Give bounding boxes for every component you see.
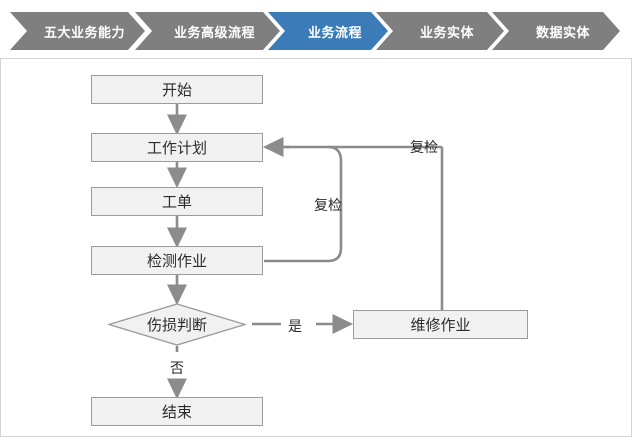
breadcrumb: 五大业务能力 业务高级流程 业务流程 业务实体 数据实体 <box>0 0 634 60</box>
edge-label-recheck-right: 复检 <box>410 139 438 155</box>
breadcrumb-item-4-label: 业务实体 <box>419 24 474 40</box>
edge-recheck-middle <box>264 161 343 263</box>
node-end[interactable]: 结束 <box>91 397 263 426</box>
edge-label-no: 否 <box>170 360 184 376</box>
breadcrumb-item-2[interactable]: 业务高级流程 <box>135 12 280 50</box>
node-end-label: 结束 <box>161 404 192 421</box>
breadcrumb-item-3-label: 业务流程 <box>307 24 362 40</box>
breadcrumb-item-5-label: 数据实体 <box>535 24 590 40</box>
node-inspection-label: 检测作业 <box>146 253 207 270</box>
node-work-order-label: 工单 <box>161 194 192 211</box>
node-start-label: 开始 <box>161 82 192 99</box>
breadcrumb-item-2-label: 业务高级流程 <box>173 24 255 40</box>
edge-label-yes: 是 <box>288 318 302 334</box>
flowchart-canvas: 开始 工作计划 工单 检测作业 维修作业 结束 伤损判断 复检 复检 是 否 <box>0 58 632 437</box>
breadcrumb-item-1[interactable]: 五大业务能力 <box>10 12 145 50</box>
node-work-order[interactable]: 工单 <box>91 187 263 216</box>
diamond-shape <box>108 303 246 346</box>
node-work-plan[interactable]: 工作计划 <box>91 133 263 162</box>
breadcrumb-item-3-active[interactable]: 业务流程 <box>268 12 388 50</box>
node-inspection[interactable]: 检测作业 <box>91 246 263 275</box>
node-start[interactable]: 开始 <box>91 75 263 104</box>
breadcrumb-item-4[interactable]: 业务实体 <box>376 12 504 50</box>
node-decision[interactable]: 伤损判断 <box>108 303 246 346</box>
node-repair[interactable]: 维修作业 <box>353 310 528 339</box>
breadcrumb-item-5[interactable]: 数据实体 <box>492 12 620 50</box>
edge-recheck-merge <box>327 145 343 162</box>
node-work-plan-label: 工作计划 <box>146 140 207 157</box>
edge-label-recheck-middle: 复检 <box>314 197 342 213</box>
breadcrumb-item-1-label: 五大业务能力 <box>43 24 125 40</box>
flowchart-connectors <box>166 104 444 400</box>
node-decision-label: 伤损判断 <box>146 317 207 334</box>
node-repair-label: 维修作业 <box>410 317 471 334</box>
